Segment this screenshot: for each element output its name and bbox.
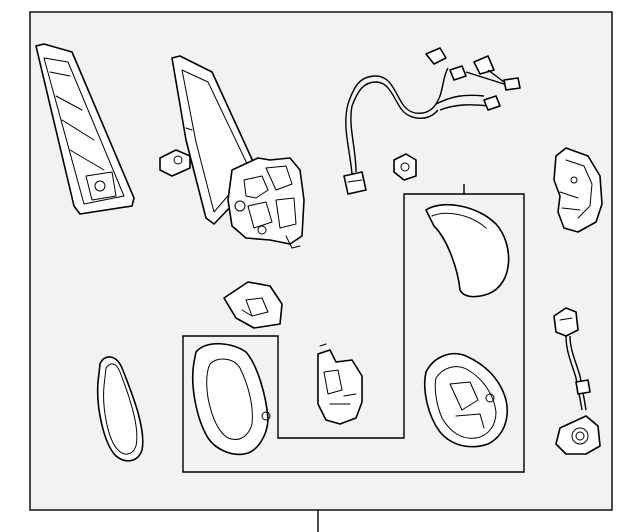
bracket bbox=[223, 281, 283, 329]
camera-module bbox=[553, 307, 601, 455]
mirror-housing-assembly bbox=[171, 55, 305, 249]
housing-frame bbox=[191, 342, 271, 456]
lower-housing bbox=[423, 352, 508, 448]
mirror-glass bbox=[96, 356, 144, 462]
turn-signal-lamp bbox=[553, 147, 603, 233]
actuator-motor bbox=[317, 343, 363, 425]
harness-grommet bbox=[393, 153, 417, 181]
wiring-harness bbox=[345, 47, 521, 175]
harness-connector bbox=[343, 171, 367, 195]
mounting-clip bbox=[159, 127, 193, 177]
mirror-cap bbox=[425, 204, 510, 298]
subassembly-frame bbox=[182, 193, 525, 473]
mirror-cover-trim bbox=[35, 43, 135, 215]
